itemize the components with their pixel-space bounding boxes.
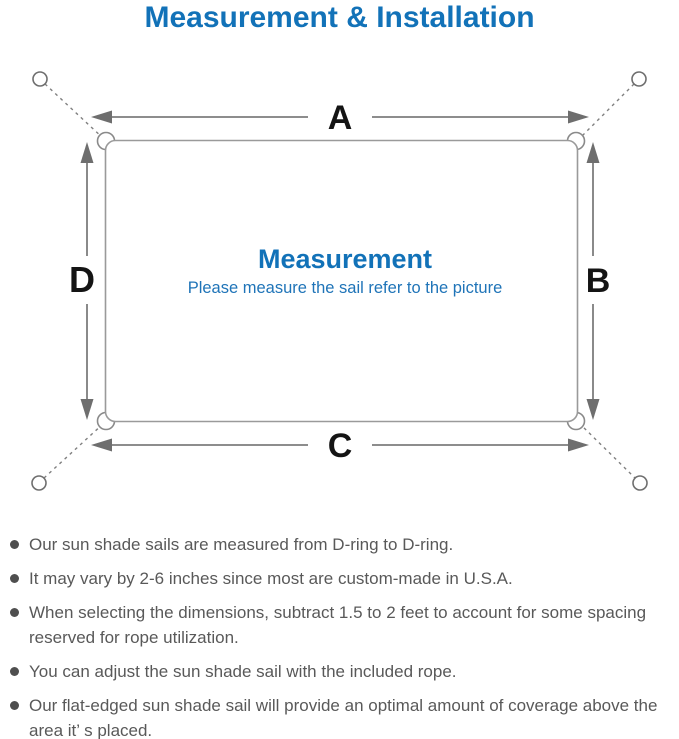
arrowhead-right-icon bbox=[568, 110, 589, 124]
anchor-ring-icon bbox=[631, 71, 647, 87]
arrowhead-up-icon bbox=[586, 142, 600, 163]
dimension-label-c: C bbox=[328, 427, 353, 465]
diagram-center-title: Measurement bbox=[258, 244, 432, 274]
measurement-diagram: A C D B Measurement Please measure the s… bbox=[31, 71, 648, 491]
notes-bullet-list: Our sun shade sails are measured from D-… bbox=[8, 532, 672, 739]
bullet-text: It may vary by 2-6 inches since most are… bbox=[29, 569, 513, 588]
arrowhead-down-icon bbox=[80, 399, 94, 420]
anchor-ring-icon bbox=[32, 71, 48, 87]
arrowhead-right-icon bbox=[568, 438, 589, 452]
anchor-rope-dashed-lines bbox=[43, 83, 636, 479]
bullet-dot-icon bbox=[10, 574, 19, 583]
dimension-label-b: B bbox=[586, 262, 611, 300]
arrowhead-down-icon bbox=[586, 399, 600, 420]
sail-rectangle bbox=[104, 139, 579, 423]
arrowhead-up-icon bbox=[80, 142, 94, 163]
bullet-text: When selecting the dimensions, subtract … bbox=[29, 603, 647, 647]
anchor-ring-icon bbox=[31, 475, 47, 491]
list-item: Our sun shade sails are measured from D-… bbox=[8, 532, 672, 557]
bullet-dot-icon bbox=[10, 667, 19, 676]
corner-d-rings bbox=[96, 131, 586, 431]
arrowhead-left-icon bbox=[91, 438, 112, 452]
dimension-label-d: D bbox=[69, 259, 95, 300]
dimension-arrow-d bbox=[80, 142, 94, 420]
arrowhead-left-icon bbox=[91, 110, 112, 124]
list-item: You can adjust the sun shade sail with t… bbox=[8, 659, 672, 684]
list-item: When selecting the dimensions, subtract … bbox=[8, 600, 672, 650]
dimension-arrow-a bbox=[91, 110, 589, 124]
list-item: Our flat-edged sun shade sail will provi… bbox=[8, 693, 672, 739]
dashed-line-bottom-right bbox=[578, 422, 636, 479]
bullet-text: Our sun shade sails are measured from D-… bbox=[29, 535, 454, 554]
anchor-ring-icon bbox=[632, 475, 648, 491]
dimension-arrow-c bbox=[91, 438, 589, 452]
bullet-dot-icon bbox=[10, 701, 19, 710]
dimension-arrow-b bbox=[586, 142, 600, 420]
bullet-dot-icon bbox=[10, 608, 19, 617]
anchor-point-rings bbox=[31, 71, 648, 491]
dashed-line-top-left bbox=[44, 83, 105, 140]
dashed-line-bottom-left bbox=[43, 422, 105, 479]
list-item: It may vary by 2-6 inches since most are… bbox=[8, 566, 672, 591]
bullet-text: Our flat-edged sun shade sail will provi… bbox=[29, 696, 658, 739]
bullet-dot-icon bbox=[10, 540, 19, 549]
dimension-label-a: A bbox=[328, 99, 353, 137]
dashed-line-top-right bbox=[578, 83, 635, 140]
page-title: Measurement & Installation bbox=[144, 1, 535, 34]
diagram-center-subtitle: Please measure the sail refer to the pic… bbox=[188, 279, 503, 297]
bullet-text: You can adjust the sun shade sail with t… bbox=[29, 662, 457, 681]
